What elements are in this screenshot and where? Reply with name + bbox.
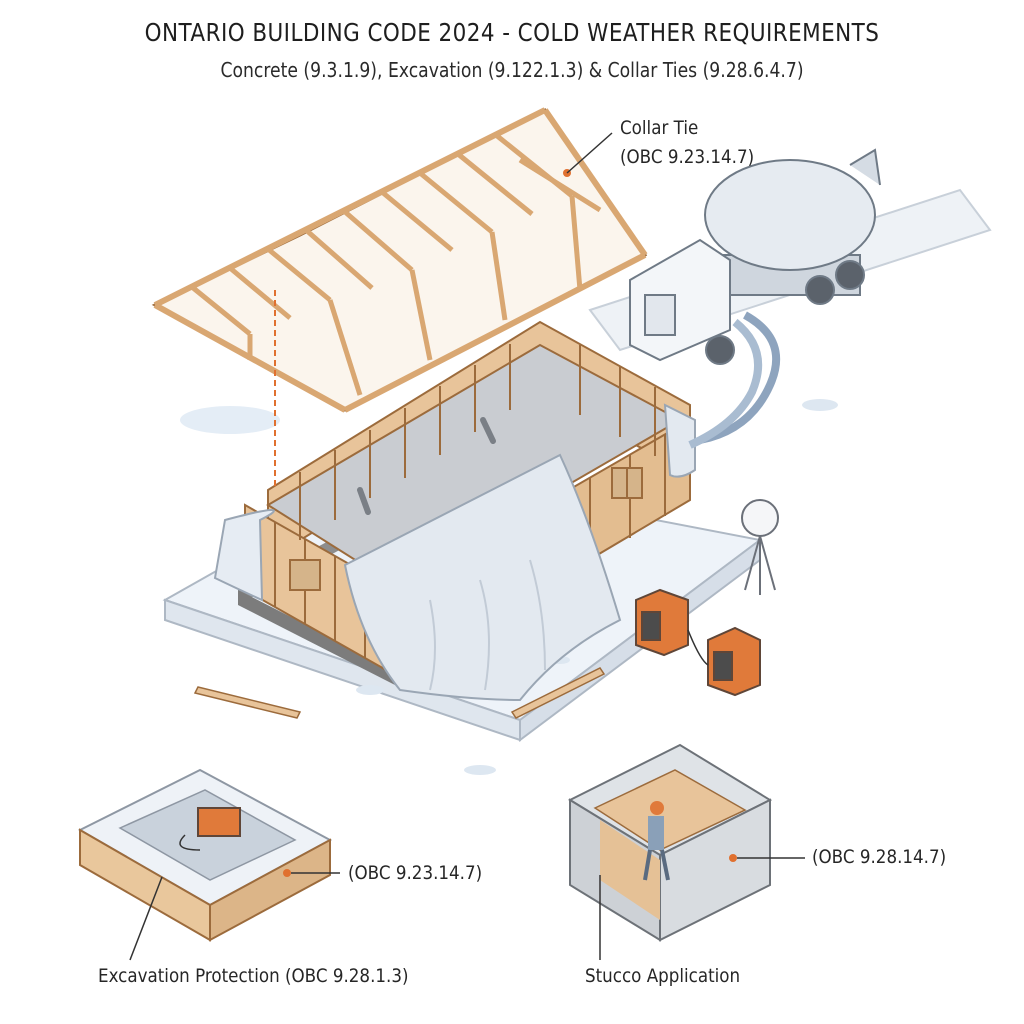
- pump-hose: [688, 311, 781, 449]
- excavation-caption: Excavation Protection (OBC 9.28.1.3): [98, 965, 409, 987]
- excavation-caption-leader: [129, 876, 163, 961]
- loose-lumber: [193, 667, 606, 719]
- concrete-mixer-truck: [588, 148, 992, 365]
- tarps: [213, 403, 696, 702]
- stucco-diagram: [567, 743, 773, 942]
- collar-tie-leader: [566, 132, 613, 174]
- stucco-caption: Stucco Application: [585, 965, 741, 987]
- collar-tie-label: Collar Tie: [620, 117, 699, 139]
- roof-trusses: [151, 107, 648, 413]
- excavation-diagram: [77, 768, 333, 942]
- thermometer-sign: [741, 499, 779, 595]
- stucco-dot: [729, 854, 737, 862]
- excavation-dot: [283, 869, 291, 877]
- page-title: ONTARIO BUILDING CODE 2024 - COLD WEATHE…: [144, 18, 880, 47]
- stucco-code-label: (OBC 9.28.14.7): [812, 846, 947, 868]
- portable-heaters: [635, 588, 761, 697]
- collar-tie-code: (OBC 9.23.14.7): [620, 146, 755, 168]
- floor-ties: [357, 417, 496, 515]
- excavation-code-label: (OBC 9.23.14.7): [348, 862, 483, 884]
- page-subtitle: Concrete (9.3.1.9), Excavation (9.122.1.…: [220, 58, 804, 82]
